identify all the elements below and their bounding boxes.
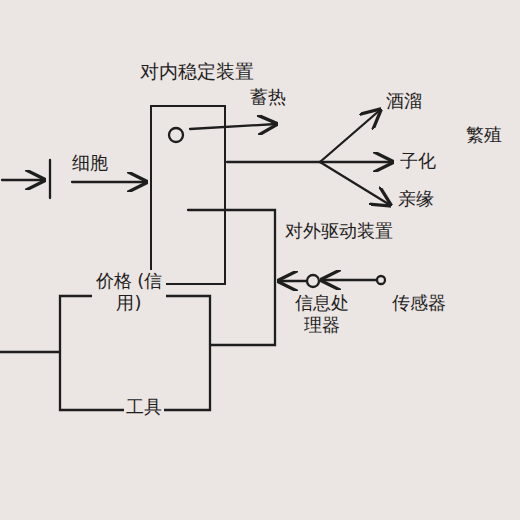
output-line bbox=[227, 161, 320, 163]
cell-arrow bbox=[72, 181, 146, 183]
processor-arrow bbox=[279, 280, 306, 282]
processor-circle bbox=[307, 275, 319, 287]
sketch-label: 蓄热 bbox=[250, 86, 286, 108]
process-box: 对内稳定装置 bbox=[150, 105, 226, 285]
sketch-label: 亲缘 bbox=[398, 188, 434, 210]
sketch-label: 工具 bbox=[124, 396, 164, 418]
branch-arrow bbox=[320, 161, 392, 163]
left-line bbox=[0, 351, 60, 353]
sketch-label: 传感器 bbox=[392, 292, 446, 314]
drive-line bbox=[188, 210, 275, 345]
sketch-label: 子化 bbox=[400, 150, 436, 172]
input-arrow bbox=[2, 179, 44, 181]
sketch-label: 细胞 bbox=[72, 152, 108, 174]
sensor-arrow bbox=[322, 279, 376, 281]
inner-circle bbox=[169, 128, 183, 142]
branch-arrow bbox=[320, 162, 390, 205]
sketch-label: 酒溜 bbox=[386, 90, 422, 112]
barrier-line bbox=[49, 160, 51, 198]
sketch-label: 价格 (信用) bbox=[92, 270, 166, 313]
sketch-label: 繁殖 bbox=[466, 124, 502, 146]
box-heading: 对内稳定装置 bbox=[140, 59, 254, 85]
branch-arrow bbox=[320, 110, 380, 162]
sketch-label: 信息处理器 bbox=[292, 292, 352, 335]
storage-arrow bbox=[190, 124, 276, 129]
sketch-label: 对外驱动装置 bbox=[285, 220, 393, 242]
sensor-dot bbox=[377, 276, 385, 284]
